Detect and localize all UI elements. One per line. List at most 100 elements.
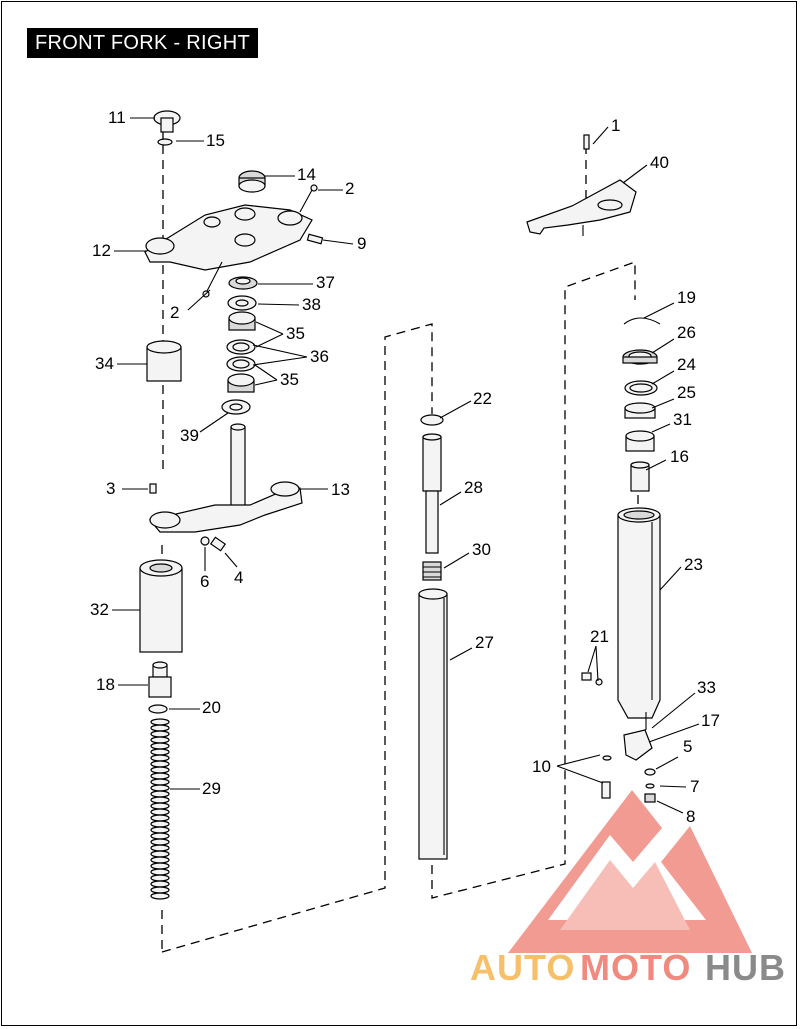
part-7-lockwasher [645, 783, 655, 789]
callout-labels: 1223456789101112131415161718192021222324… [90, 108, 720, 826]
leader-c7 [659, 785, 687, 788]
callout-c5: 5 [683, 737, 692, 756]
leader-c19 [643, 302, 675, 319]
leader-c21-2 [595, 645, 599, 682]
spring-coil [150, 874, 170, 882]
callout-c33: 33 [697, 678, 716, 697]
part-26-oil-seal [622, 349, 658, 365]
callout-c21: 21 [590, 627, 609, 646]
callout-c10: 10 [532, 757, 551, 776]
part-6-screw [200, 536, 210, 546]
spring-coil [150, 772, 170, 780]
leader-c28 [439, 491, 462, 506]
part-18-adjuster [148, 661, 172, 698]
callout-c15: 15 [206, 131, 225, 150]
spring-coil [150, 778, 170, 786]
part-10-bolt-washer [601, 755, 612, 799]
leader-c35a-2 [255, 333, 284, 348]
callout-c4: 4 [234, 568, 243, 587]
watermark-moto: MOTO [580, 947, 691, 988]
leader-c39 [199, 412, 229, 433]
leader-c8 [656, 800, 684, 814]
spring-coil [150, 748, 170, 756]
part-11-cap-bolt [153, 110, 181, 133]
callout-c8: 8 [686, 807, 695, 826]
callout-c18: 18 [96, 675, 115, 694]
callout-c9: 9 [357, 234, 366, 253]
part-12-upper-bracket [144, 204, 313, 271]
callout-c19: 19 [677, 288, 696, 307]
spring-coil [150, 856, 170, 864]
spring-coil [150, 814, 170, 822]
callout-c39: 39 [180, 426, 199, 445]
spring-coil [150, 790, 170, 798]
leader-c10-2 [556, 765, 604, 784]
leader-c16 [645, 459, 667, 471]
spring-coil [150, 742, 170, 750]
part-29-spring [150, 718, 170, 900]
part-25-bushing [624, 402, 656, 419]
part-17-axle-cap [623, 729, 653, 761]
part-5-washer [644, 768, 656, 776]
leader-c21 [587, 645, 597, 673]
spring-coil [150, 808, 170, 816]
leader-c24 [651, 370, 675, 385]
part-35-lower-bearing [227, 373, 255, 393]
part-34-spacer [146, 340, 182, 382]
spring-coil [150, 868, 170, 876]
part-13-lower-bracket [148, 423, 303, 533]
spring-coil [150, 862, 170, 870]
spring-coil [150, 736, 170, 744]
part-16-oil-lock [630, 461, 650, 492]
part-23-slider [617, 507, 661, 719]
spring-coil [150, 820, 170, 828]
spring-coil [150, 730, 170, 738]
leader-c35b [254, 379, 278, 386]
spring-coil [150, 796, 170, 804]
part-8-nut [644, 793, 656, 803]
part-15-washer [157, 138, 173, 146]
leader-c40 [622, 164, 648, 184]
spring-coil [150, 760, 170, 768]
leader-c27 [449, 647, 473, 661]
part-37-bearing-nut [228, 276, 258, 290]
callout-c16: 16 [670, 447, 689, 466]
callout-c22: 22 [473, 389, 492, 408]
spring-coil [150, 844, 170, 852]
spring-coil [150, 850, 170, 858]
callout-c26: 26 [677, 323, 696, 342]
callout-c17: 17 [701, 711, 720, 730]
spring-coil [150, 754, 170, 762]
callout-c29: 29 [202, 779, 221, 798]
part-20-washer [148, 704, 168, 714]
callout-c35a: 35 [286, 324, 305, 343]
callout-c23: 23 [684, 555, 703, 574]
spring-coil [150, 802, 170, 810]
part-2-screw-top [299, 184, 318, 213]
part-39-seal [221, 399, 251, 415]
callout-c1: 1 [611, 116, 620, 135]
part-4-bolt [209, 536, 227, 552]
leader-c36-2 [252, 356, 308, 366]
callout-c7: 7 [690, 777, 699, 796]
leader-c38 [257, 303, 300, 306]
leader-c35a [255, 321, 284, 335]
spring-coil [150, 838, 170, 846]
callout-c27: 27 [475, 633, 494, 652]
callout-c32: 32 [90, 600, 109, 619]
callout-c38: 38 [302, 295, 321, 314]
leader-c2b [187, 289, 211, 311]
callout-c37: 37 [316, 273, 335, 292]
callout-c20: 20 [202, 698, 221, 717]
watermark-hub: HUB [705, 947, 786, 988]
part-38-washer [227, 295, 257, 311]
part-24-washer [624, 380, 658, 396]
leader-c4 [224, 552, 238, 568]
leader-c22 [439, 400, 472, 419]
callout-c14: 14 [297, 165, 316, 184]
spring-coil [150, 886, 170, 894]
spring-coil [150, 724, 170, 732]
leader-c36 [252, 344, 308, 358]
callout-c13: 13 [331, 480, 350, 499]
callout-c11: 11 [108, 108, 126, 127]
